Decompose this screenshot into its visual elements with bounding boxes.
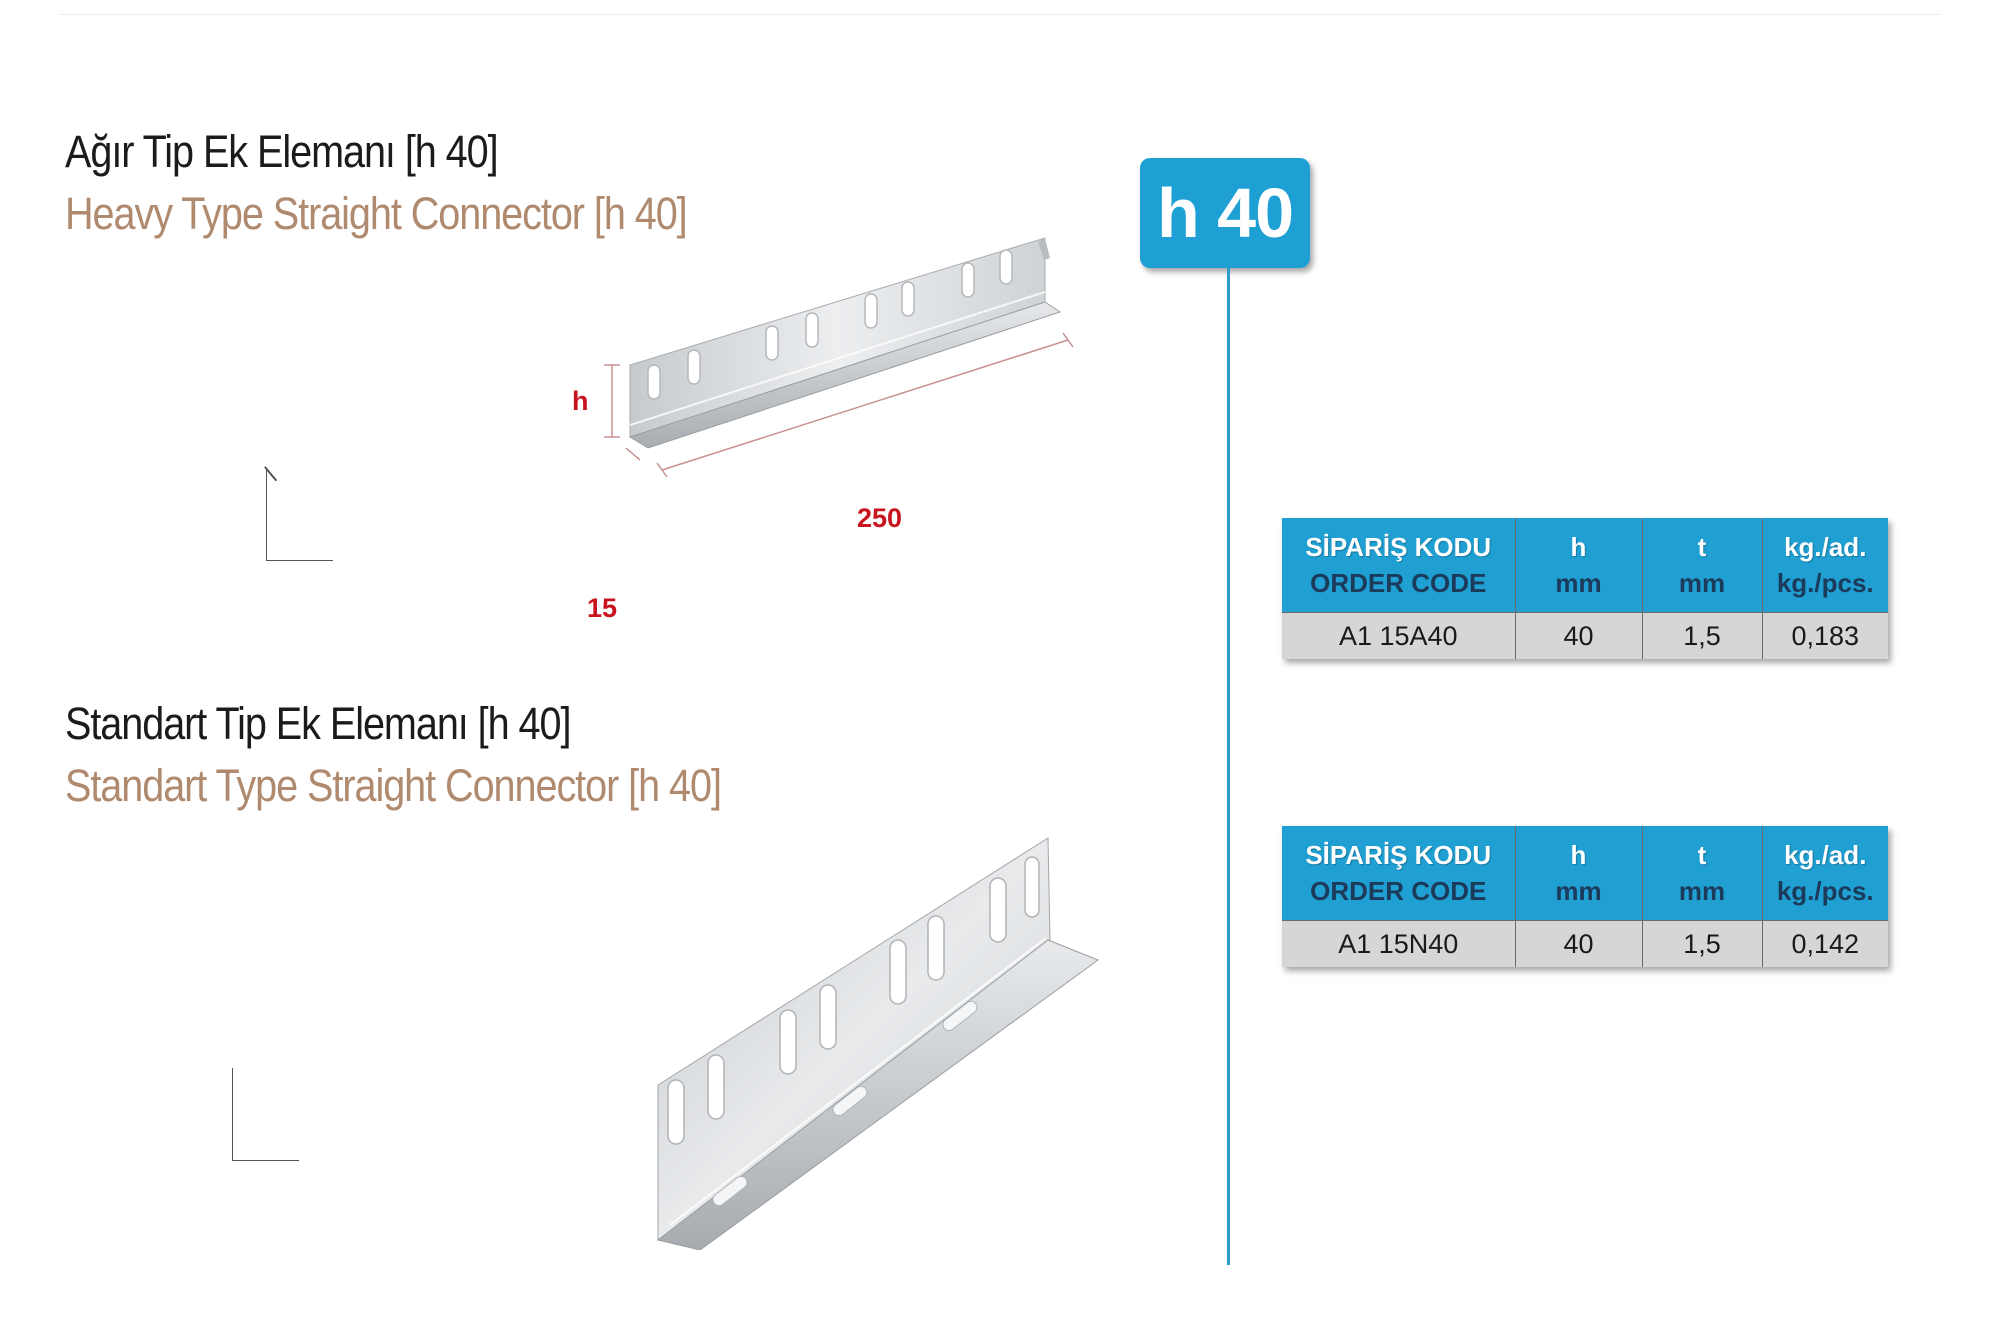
cell-t: 1,5 (1642, 920, 1763, 967)
header-t: t mm (1642, 826, 1763, 921)
header-weight: kg./ad. kg./pcs. (1762, 826, 1888, 921)
cell-h: 40 (1515, 612, 1643, 659)
header-order-code: SİPARİŞ KODU ORDER CODE (1282, 518, 1516, 613)
heavy-connector-illustration: h 250 15 (572, 237, 1074, 623)
table-row: A1 15N40 40 1,5 0,142 (1282, 920, 1888, 967)
profile-section-icon (232, 1068, 299, 1161)
header-t: t mm (1642, 518, 1763, 613)
dimension-lines (604, 332, 1074, 478)
cell-h: 40 (1515, 920, 1643, 967)
order-code-table: SİPARİŞ KODU ORDER CODE h mm t mm kg./ad… (1282, 826, 1888, 967)
order-code-table: SİPARİŞ KODU ORDER CODE h mm t mm kg./ad… (1282, 518, 1888, 659)
dimension-length-label: 250 (857, 503, 902, 533)
header-weight: kg./ad. kg./pcs. (1762, 518, 1888, 613)
connector-slots (667, 856, 1040, 1145)
table-row: A1 15A40 40 1,5 0,183 (1282, 612, 1888, 659)
header-h: h mm (1515, 518, 1643, 613)
connector-flange (628, 301, 1062, 449)
cell-weight: 0,183 (1762, 612, 1888, 659)
flange-slots (712, 1000, 978, 1207)
dimension-base-label: 15 (587, 593, 617, 623)
connector-web (657, 837, 1051, 1242)
header-order-code: SİPARİŞ KODU ORDER CODE (1282, 826, 1516, 921)
vertical-divider-line (1227, 268, 1230, 1265)
cell-weight: 0,142 (1762, 920, 1888, 967)
connector-top-lip (1038, 238, 1050, 260)
standard-connector-illustration (656, 837, 1100, 1250)
product-title-tr: Standart Tip Ek Elemanı [h 40] (65, 698, 571, 749)
table-header-row: SİPARİŞ KODU ORDER CODE h mm t mm kg./ad… (1282, 518, 1888, 613)
top-divider-line (60, 14, 1940, 15)
connector-slots (647, 249, 1013, 400)
connector-flange (656, 939, 1100, 1250)
profile-section-icon (266, 468, 333, 561)
height-badge: h 40 (1140, 158, 1310, 268)
header-h: h mm (1515, 826, 1643, 921)
product-title-tr: Ağır Tip Ek Elemanı [h 40] (65, 126, 499, 177)
cell-order-code: A1 15N40 (1282, 920, 1516, 967)
cell-order-code: A1 15A40 (1282, 612, 1516, 659)
table-header-row: SİPARİŞ KODU ORDER CODE h mm t mm kg./ad… (1282, 826, 1888, 921)
product-title-en: Standart Type Straight Connector [h 40] (65, 760, 722, 811)
dimension-h-label: h (572, 386, 589, 416)
product-title-en: Heavy Type Straight Connector [h 40] (65, 188, 688, 239)
cell-t: 1,5 (1642, 612, 1763, 659)
